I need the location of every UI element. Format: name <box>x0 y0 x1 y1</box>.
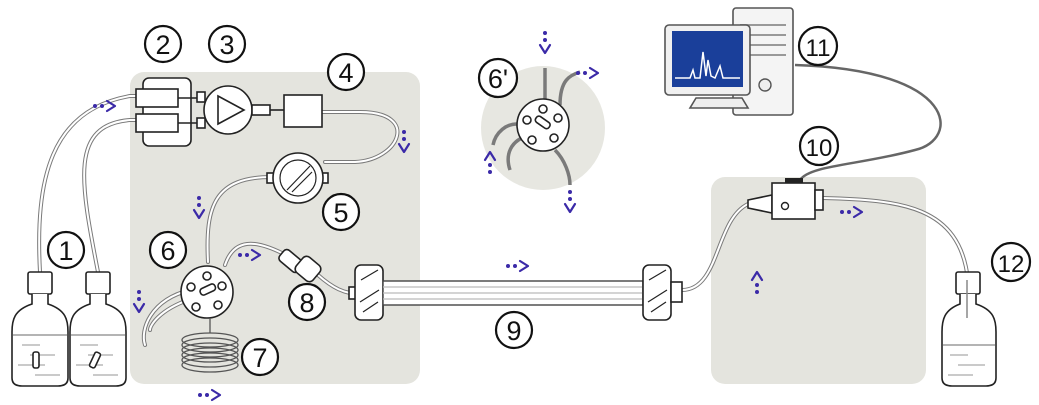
sample-loop <box>181 318 239 373</box>
svg-text:6': 6' <box>488 64 508 94</box>
label-5: 5 <box>321 192 361 232</box>
column-icon <box>348 264 683 321</box>
svg-text:9: 9 <box>506 316 521 346</box>
flow-arrow-valve-in <box>538 31 552 55</box>
label-1: 1 <box>46 230 86 270</box>
flow-arrow-waste <box>840 205 864 219</box>
label-6-prime: 6' <box>477 57 519 99</box>
solvent-tubes <box>37 94 142 274</box>
label-2: 2 <box>143 24 183 64</box>
flow-arrow-column <box>506 259 530 273</box>
svg-text:3: 3 <box>219 30 234 60</box>
instrument-panel-right <box>711 177 926 384</box>
valve-icon <box>180 265 234 319</box>
svg-text:5: 5 <box>333 198 348 228</box>
svg-text:4: 4 <box>338 58 353 88</box>
svg-text:7: 7 <box>252 343 267 373</box>
label-6: 6 <box>148 230 188 270</box>
svg-text:1: 1 <box>58 236 73 266</box>
flow-arrow-sample-down <box>132 290 146 314</box>
label-9: 9 <box>494 310 534 350</box>
label-4: 4 <box>326 52 366 92</box>
detector-icon <box>747 178 824 220</box>
svg-text:6: 6 <box>160 236 175 266</box>
waste-bottle <box>941 271 997 387</box>
pump-icon <box>196 85 271 135</box>
label-7: 7 <box>240 337 280 377</box>
flow-arrow-valve-down <box>563 190 577 214</box>
svg-text:10: 10 <box>806 135 833 162</box>
valve-detail-icon <box>491 68 581 186</box>
svg-text:2: 2 <box>155 30 170 60</box>
flow-arrows <box>93 31 864 402</box>
solvent-bottle-b <box>69 271 127 387</box>
label-3: 3 <box>207 24 247 64</box>
svg-text:11: 11 <box>806 35 831 62</box>
svg-text:12: 12 <box>998 251 1025 278</box>
flow-arrow-valve-up <box>483 150 497 174</box>
flow-arrow-solvent <box>93 99 117 113</box>
flow-arrow-filter-down <box>192 196 206 220</box>
flow-arrow-valve-out <box>576 66 600 80</box>
computer-icon <box>664 7 794 116</box>
flow-arrow-mixer-down <box>397 130 411 154</box>
label-11: 11 <box>797 25 839 67</box>
flow-arrow-loop <box>198 388 222 402</box>
guard-column <box>278 248 322 283</box>
label-10: 10 <box>798 125 840 167</box>
svg-text:8: 8 <box>299 288 314 318</box>
flow-arrow-detector-up <box>750 270 764 294</box>
proportioning-valve <box>135 77 200 147</box>
external-tubing <box>680 63 970 292</box>
mixer-box <box>270 94 323 128</box>
flow-arrow-guard <box>238 248 262 262</box>
filter-icon <box>266 152 329 204</box>
label-8: 8 <box>287 282 327 322</box>
solvent-bottle-a <box>11 271 69 387</box>
label-12: 12 <box>990 241 1032 283</box>
